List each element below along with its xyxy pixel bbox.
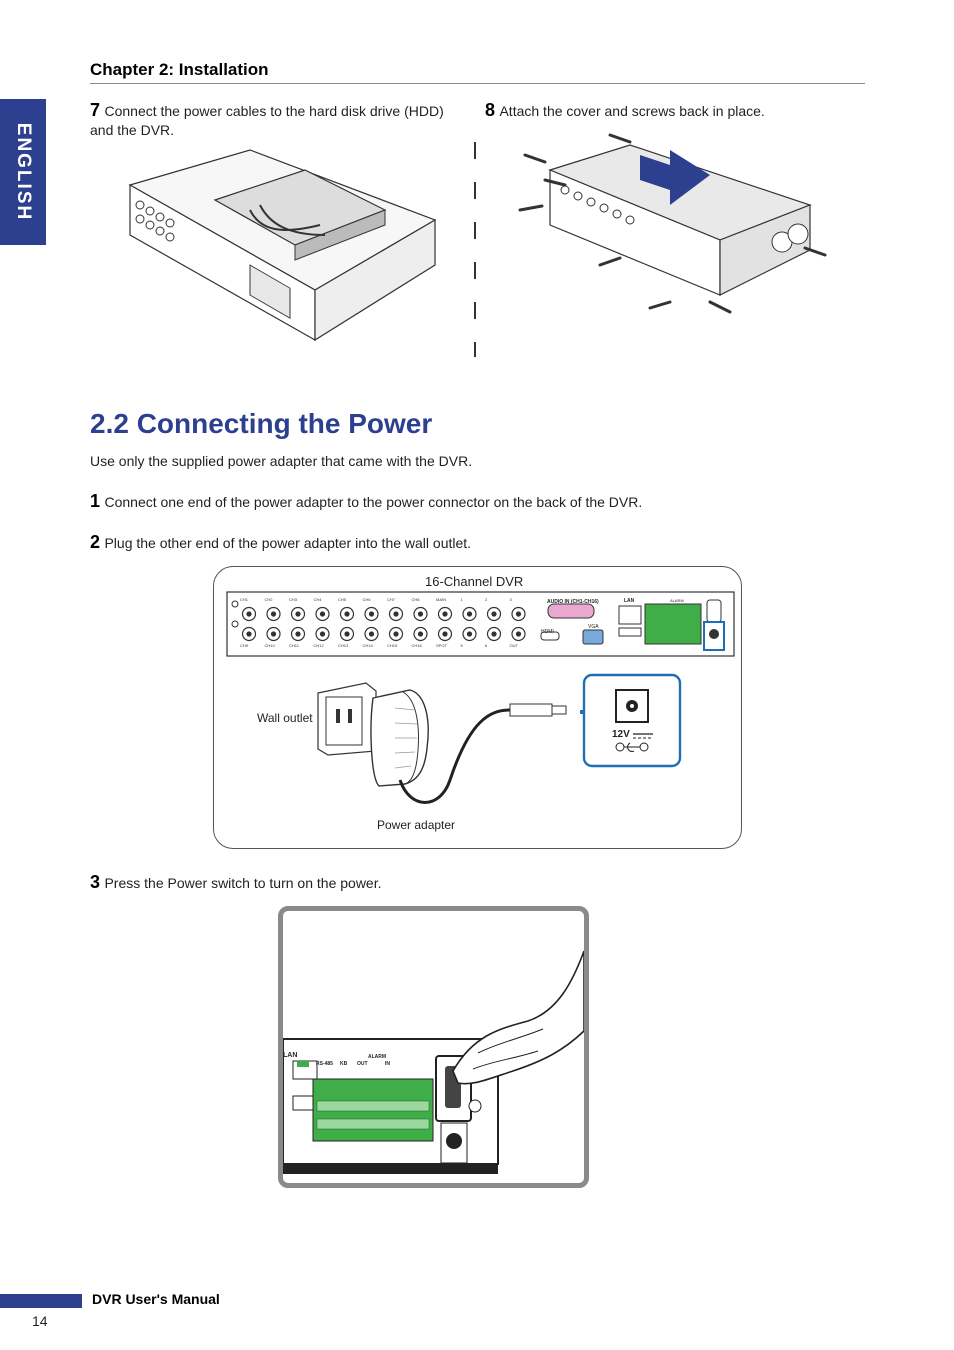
language-tab: ENGLISH — [0, 99, 46, 245]
step-8: 8 Attach the cover and screws back in pl… — [485, 100, 865, 121]
step-2: 2 Plug the other end of the power adapte… — [90, 532, 890, 553]
channel-label: SPOT — [436, 643, 447, 648]
photo-in-label: IN — [385, 1061, 390, 1067]
power-cable — [398, 702, 616, 804]
bnc-pin — [417, 611, 424, 617]
channel-label: CH5 — [338, 597, 347, 602]
step-1-number: 1 — [90, 491, 101, 511]
channel-label: 5 — [460, 643, 463, 648]
photo-out-label: OUT — [357, 1061, 368, 1067]
channel-label: CH6 — [362, 597, 371, 602]
channel-label: CH10 — [264, 643, 275, 648]
bnc-pin — [393, 631, 399, 637]
power-diagram — [213, 566, 742, 849]
bnc-pin — [295, 631, 301, 637]
bnc-pin — [368, 611, 375, 617]
channel-label: 1 — [460, 597, 463, 602]
step-1-text: Connect one end of the power adapter to … — [104, 494, 643, 510]
language-tab-label: ENGLISH — [13, 122, 34, 222]
column-divider — [474, 142, 476, 357]
lan-label: LAN — [624, 598, 635, 604]
page-number: 14 — [32, 1313, 48, 1329]
step-7-text: Connect the power cables to the hard dis… — [90, 103, 444, 138]
bnc-pin — [319, 631, 326, 637]
step-7-number: 7 — [90, 100, 101, 120]
voltage-label: 12V — [612, 729, 630, 740]
hdd-install-illustration — [128, 149, 437, 342]
bnc-pin — [515, 611, 522, 617]
channel-label: CH3 — [289, 597, 298, 602]
dvr-label: 16-Channel DVR — [425, 574, 524, 589]
step-1: 1 Connect one end of the power adapter t… — [90, 491, 890, 512]
channel-label: 2 — [485, 597, 488, 602]
bnc-pin — [344, 631, 350, 637]
channel-label: MAIN — [436, 597, 446, 602]
header-rule — [90, 83, 865, 84]
channel-label: CH14 — [362, 643, 373, 648]
bnc-pin — [442, 611, 448, 617]
channel-label: CH9 — [240, 643, 249, 648]
power-switch-photo — [278, 906, 589, 1188]
bnc-pin — [515, 631, 522, 637]
bnc-pin — [393, 611, 399, 617]
step-8-text: Attach the cover and screws back in plac… — [499, 103, 765, 119]
step-2-text: Plug the other end of the power adapter … — [104, 535, 472, 551]
bnc-pin — [319, 611, 326, 617]
bnc-pin — [344, 611, 350, 617]
section-intro: Use only the supplied power adapter that… — [90, 453, 473, 469]
channel-label: CH1 — [240, 597, 249, 602]
channel-label: CH15 — [387, 643, 398, 648]
footer-bar — [0, 1294, 82, 1308]
channel-label: 6 — [485, 643, 488, 648]
step-3-number: 3 — [90, 872, 101, 892]
bnc-pin — [246, 631, 252, 637]
bnc-pin — [442, 631, 448, 637]
bnc-pin — [491, 631, 497, 637]
step-8-number: 8 — [485, 100, 496, 120]
bottom-channel-labels: CH9 CH10 CH11 CH12 CH13 CH14 CH15 CH16 SPOT 5 6 OUT — [240, 643, 540, 651]
channel-label: OUT — [509, 643, 518, 648]
wall-outlet-illustration — [317, 682, 377, 756]
channel-label: CH2 — [264, 597, 273, 602]
chapter-title: Chapter 2: Installation — [90, 60, 269, 79]
cover-install-illustration — [518, 133, 827, 314]
step-7: 7 Connect the power cables to the hard d… — [90, 100, 465, 140]
channel-label: CH4 — [313, 597, 322, 602]
channel-label: CH8 — [411, 597, 420, 602]
dc-jack-callout — [582, 673, 682, 768]
vga-label: VGA — [588, 624, 599, 630]
photo-lan-label: LAN — [283, 1052, 298, 1059]
wall-outlet-label: Wall outlet — [257, 711, 313, 725]
bnc-pin — [246, 611, 252, 617]
bnc-pin — [295, 611, 301, 617]
bnc-pin — [466, 611, 473, 617]
bnc-pin — [417, 631, 424, 637]
channel-label: CH13 — [338, 643, 349, 648]
section-title: 2.2 Connecting the Power — [90, 408, 433, 439]
top-channel-labels: CH1 CH2 CH3 CH4 CH5 CH6 CH7 CH8 MAIN 1 2 3 — [240, 597, 540, 605]
bnc-pin — [368, 631, 375, 637]
power-adapter-illustration — [370, 689, 429, 787]
step-3: 3 Press the Power switch to turn on the … — [90, 872, 890, 893]
channel-label: CH11 — [289, 643, 299, 648]
channel-label: CH7 — [387, 597, 396, 602]
photo-kb-label: KB — [340, 1061, 348, 1067]
bnc-pin — [466, 631, 473, 637]
bnc-pin — [491, 611, 497, 617]
channel-label: 3 — [509, 597, 512, 602]
photo-alarm-label: ALARM — [368, 1054, 387, 1060]
channel-label: CH16 — [411, 643, 422, 648]
step-2-number: 2 — [90, 532, 101, 552]
audio-in-label: AUDIO IN (CH1-CH16) — [547, 599, 599, 605]
power-adapter-label: Power adapter — [377, 818, 456, 832]
step-3-text: Press the Power switch to turn on the po… — [104, 875, 382, 891]
hdmi-label: HDMI — [541, 629, 554, 635]
bnc-pin — [270, 611, 277, 617]
photo-rs485-label: RS-485 — [316, 1061, 333, 1067]
bnc-pin — [270, 631, 277, 637]
footer-title: DVR User's Manual — [92, 1291, 220, 1307]
channel-label: CH12 — [313, 643, 324, 648]
dvr-rear-panel — [226, 591, 735, 657]
alarm-label: ALARM — [670, 598, 684, 603]
